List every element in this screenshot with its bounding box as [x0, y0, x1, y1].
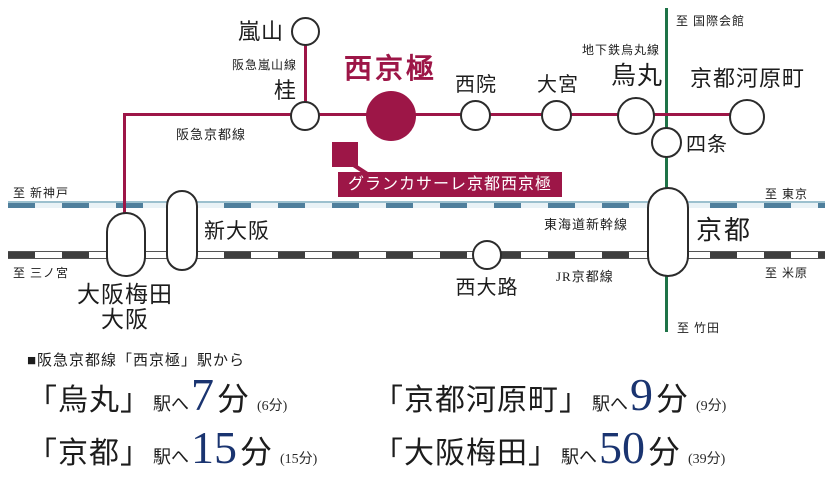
hankyu-kyoto-line-umeda-segment: [123, 113, 126, 214]
access-minutes-note: (9分): [696, 399, 727, 414]
saiin-station-marker: [460, 100, 491, 131]
access-to-text: 駅へ: [153, 394, 189, 414]
nishikyogoku-station-marker: [366, 91, 416, 141]
access-minutes-value: 7: [191, 369, 214, 420]
access-minutes-value: 50: [599, 422, 645, 473]
shijo-station-marker: [651, 127, 682, 158]
nishioji-station-marker: [472, 240, 502, 270]
access-station-name: 「烏丸」: [27, 384, 151, 417]
hankyu-kyoto-line-label: 阪急京都線: [176, 127, 247, 142]
access-minutes-value: 9: [630, 369, 653, 420]
access-minutes-note: (6分): [257, 399, 288, 414]
access-station-name: 「京都」: [27, 437, 151, 470]
direction-sannomiya-label: 至 三ノ宮: [13, 266, 70, 280]
direction-shin-kobe-label: 至 新神戸: [13, 186, 70, 200]
access-minutes-unit: 分: [217, 381, 250, 417]
omiya-station-marker: [541, 100, 572, 131]
access-to-text: 駅へ: [592, 394, 628, 414]
osaka-station-label: 大阪: [101, 307, 149, 332]
direction-takeda-label: 至 竹田: [677, 321, 721, 335]
access-minutes-unit: 分: [648, 434, 681, 470]
karasuma-subway-line-label: 地下鉄烏丸線: [582, 43, 661, 57]
shin-osaka-station-label: 新大阪: [204, 219, 270, 243]
property-name-box: グランカサーレ京都西京極: [338, 172, 563, 197]
kyoto-station-marker: [647, 187, 689, 277]
access-minutes-unit: 分: [240, 434, 273, 470]
osaka-umeda-station-marker: [106, 212, 146, 277]
tokaido-shinkansen-line: [8, 201, 825, 208]
tokaido-shinkansen-label: 東海道新幹線: [544, 217, 629, 232]
access-minutes-value: 15: [191, 422, 237, 473]
nishioji-station-label: 西大路: [455, 277, 519, 299]
karasuma-subway-line: [665, 8, 668, 332]
direction-tokyo-label: 至 東京: [765, 187, 809, 201]
access-minutes-note: (39分): [688, 452, 726, 467]
hankyu-kyoto-line: [123, 113, 747, 116]
katsura-station-label: 桂: [274, 78, 298, 103]
access-station-name: 「京都河原町」: [373, 384, 590, 417]
hankyu-arashiyama-line-label: 阪急嵐山線: [232, 58, 298, 72]
osaka-umeda-station-label: 大阪梅田: [77, 282, 173, 307]
kyoto-station-label: 京都: [696, 216, 753, 245]
kyoto-kawaramachi-station-label: 京都河原町: [690, 66, 806, 91]
access-minutes-note: (15分): [280, 452, 318, 467]
direction-maibara-label: 至 米原: [765, 266, 809, 280]
saiin-station-label: 西院: [455, 74, 497, 96]
karasuma-station-marker: [617, 97, 655, 135]
access-minutes-unit: 分: [656, 381, 689, 417]
katsura-station-marker: [290, 101, 320, 131]
omiya-station-label: 大宮: [537, 74, 579, 96]
jr-kyoto-line: [8, 251, 825, 259]
access-station-name: 「大阪梅田」: [373, 437, 559, 470]
access-section-heading: ■阪急京都線「西京極」駅から: [27, 353, 246, 369]
access-to-text: 駅へ: [561, 447, 597, 467]
direction-kokusaikaikan-label: 至 国際会館: [676, 14, 746, 28]
kyoto-kawaramachi-station-marker: [729, 99, 765, 135]
arashiyama-station-marker: [291, 17, 320, 46]
hankyu-arashiyama-line: [304, 30, 307, 116]
shijo-station-label: 四条: [686, 134, 728, 156]
jr-kyoto-line-label: JR京都線: [556, 269, 614, 284]
karasuma-station-label: 烏丸: [611, 63, 664, 90]
access-to-text: 駅へ: [153, 447, 189, 467]
shin-osaka-station-marker: [166, 190, 198, 271]
arashiyama-station-label: 嵐山: [238, 19, 285, 44]
nishikyogoku-station-label: 西京極: [344, 54, 438, 85]
